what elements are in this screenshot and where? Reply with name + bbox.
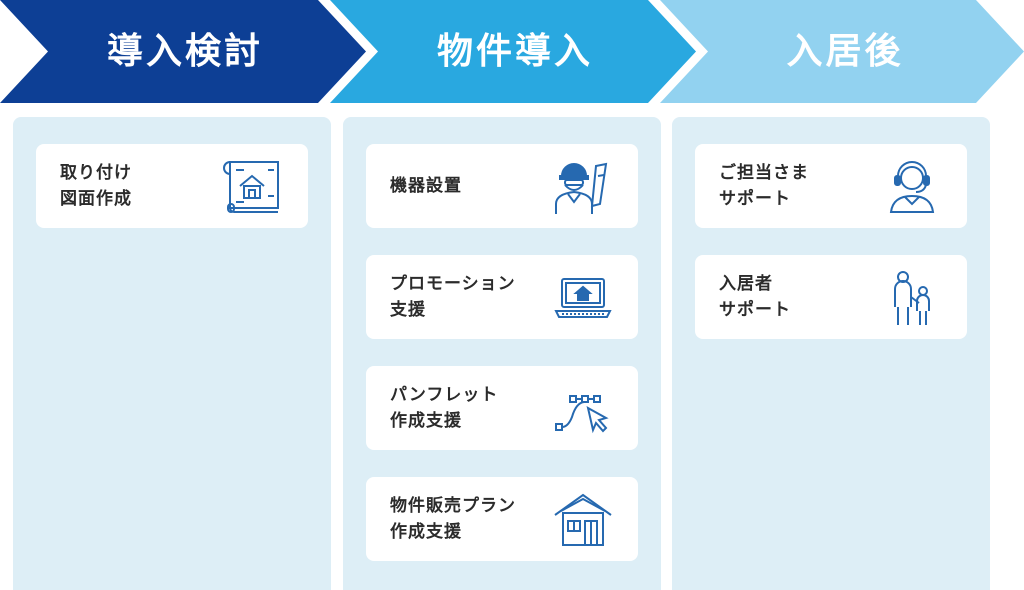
card-label: ご担当さま サポート	[719, 162, 809, 209]
card-manager-support: ご担当さま サポート	[695, 144, 967, 228]
column-consideration: 取り付け 図面作成	[13, 117, 331, 590]
phase-arrow-1	[0, 0, 366, 103]
column-installation: 機器設置 プロモーション 支援	[343, 117, 661, 590]
card-label: 機器設置	[390, 175, 462, 196]
blueprint-icon	[222, 156, 284, 218]
phase-arrow-3	[660, 0, 1024, 103]
house-icon	[552, 489, 614, 551]
card-sales-plan-support: 物件販売プラン 作成支援	[366, 477, 638, 561]
card-label: 取り付け 図面作成	[60, 162, 132, 209]
card-label: パンフレット 作成支援	[390, 384, 499, 431]
card-drawing-creation: 取り付け 図面作成	[36, 144, 308, 228]
laptop-icon	[552, 267, 614, 329]
card-label: プロモーション 支援	[390, 273, 516, 320]
card-equipment-install: 機器設置	[366, 144, 638, 228]
card-label: 入居者 サポート	[719, 273, 791, 320]
column-after-move-in: ご担当さま サポート 入居者 サポート	[672, 117, 990, 590]
card-promotion-support: プロモーション 支援	[366, 255, 638, 339]
card-resident-support: 入居者 サポート	[695, 255, 967, 339]
phase-label-3: 入居後	[786, 31, 904, 72]
headset-operator-icon	[881, 156, 943, 218]
worker-icon	[552, 156, 614, 218]
phase-arrow-bar	[0, 0, 1024, 103]
card-label: 物件販売プラン 作成支援	[390, 495, 516, 542]
card-pamphlet-support: パンフレット 作成支援	[366, 366, 638, 450]
bezier-pen-icon	[552, 378, 614, 440]
phase-label-2: 物件導入	[436, 31, 593, 72]
phase-arrow-2	[330, 0, 696, 103]
parent-child-icon	[881, 267, 943, 329]
phase-label-1: 導入検討	[106, 31, 263, 72]
